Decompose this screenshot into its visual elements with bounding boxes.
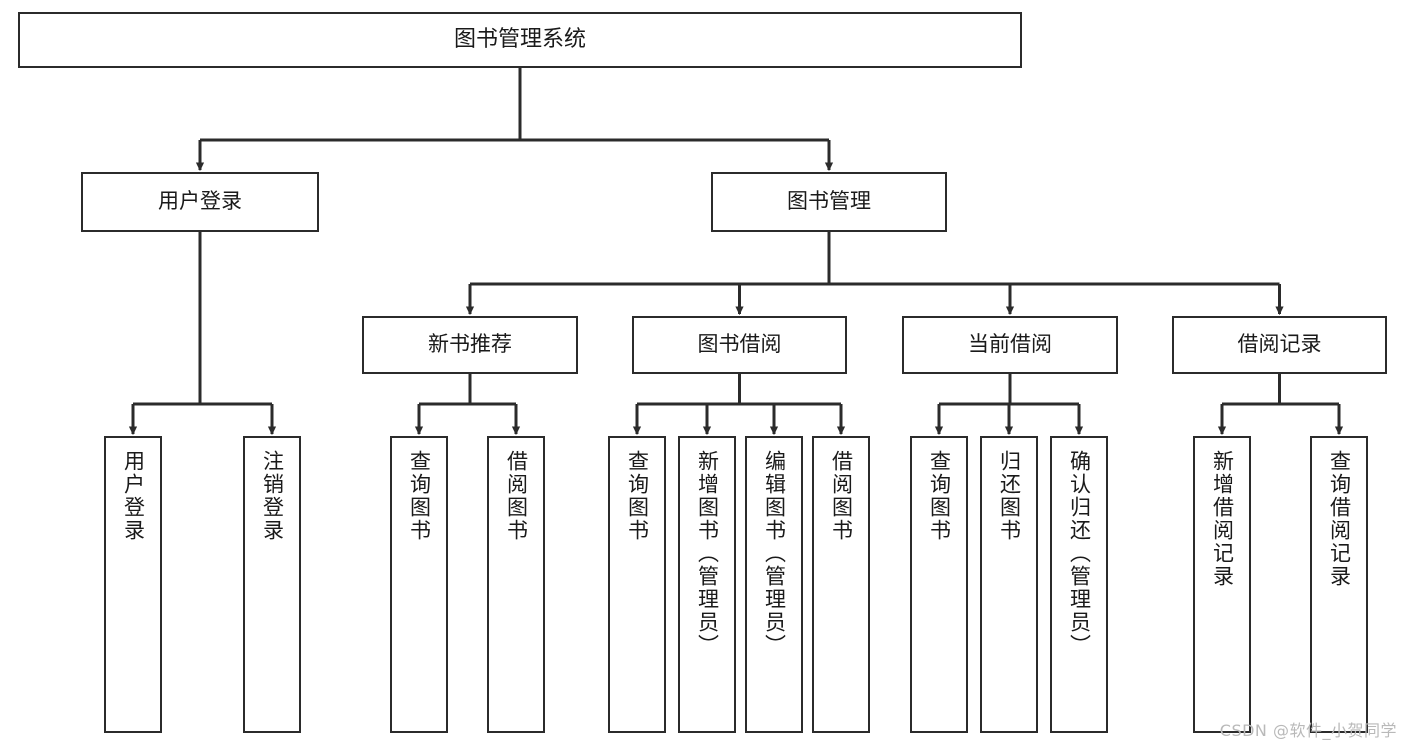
node-label: 新书推荐 bbox=[428, 332, 512, 357]
node-label: 图书借阅 bbox=[697, 332, 782, 357]
node-label: 新增图书（管理员） bbox=[695, 450, 720, 657]
leaf-add-book-admin[interactable]: 新增图书（管理员） bbox=[678, 436, 736, 733]
node-label: 借阅图书 bbox=[504, 450, 529, 542]
node-book-borrowing[interactable]: 图书借阅 bbox=[632, 316, 847, 374]
node-label: 注销登录 bbox=[260, 450, 285, 542]
node-label: 查询图书 bbox=[927, 450, 952, 542]
node-user-login[interactable]: 用户登录 bbox=[81, 172, 319, 232]
leaf-query-borrow-record[interactable]: 查询借阅记录 bbox=[1310, 436, 1368, 733]
node-label: 查询借阅记录 bbox=[1327, 450, 1352, 588]
node-label: 借阅记录 bbox=[1237, 332, 1322, 357]
node-label: 用户登录 bbox=[158, 189, 242, 214]
node-label: 查询图书 bbox=[407, 450, 432, 542]
node-label: 借阅图书 bbox=[829, 450, 854, 542]
leaf-confirm-return-admin[interactable]: 确认归还（管理员） bbox=[1050, 436, 1108, 733]
node-label: 归还图书 bbox=[997, 450, 1022, 542]
node-label: 用户登录 bbox=[121, 450, 146, 542]
node-root-system[interactable]: 图书管理系统 bbox=[18, 12, 1022, 68]
node-label: 图书管理系统 bbox=[453, 26, 586, 52]
node-book-management[interactable]: 图书管理 bbox=[711, 172, 947, 232]
leaf-borrow-book-borrowing[interactable]: 借阅图书 bbox=[812, 436, 870, 733]
node-borrowing-record[interactable]: 借阅记录 bbox=[1172, 316, 1387, 374]
leaf-query-book-current[interactable]: 查询图书 bbox=[910, 436, 968, 733]
node-label: 确认归还（管理员） bbox=[1067, 450, 1092, 657]
node-label: 查询图书 bbox=[625, 450, 650, 542]
leaf-logout[interactable]: 注销登录 bbox=[243, 436, 301, 733]
leaf-edit-book-admin[interactable]: 编辑图书（管理员） bbox=[745, 436, 803, 733]
leaf-user-login[interactable]: 用户登录 bbox=[104, 436, 162, 733]
watermark-text: CSDN @软件_小贺同学 bbox=[1219, 721, 1397, 740]
leaf-return-book[interactable]: 归还图书 bbox=[980, 436, 1038, 733]
node-label: 当前借阅 bbox=[968, 332, 1052, 357]
node-label: 图书管理 bbox=[787, 189, 871, 214]
leaf-add-borrow-record[interactable]: 新增借阅记录 bbox=[1193, 436, 1251, 733]
node-new-book-recommendation[interactable]: 新书推荐 bbox=[362, 316, 578, 374]
node-current-borrowing[interactable]: 当前借阅 bbox=[902, 316, 1118, 374]
leaf-query-book-borrowing[interactable]: 查询图书 bbox=[608, 436, 666, 733]
leaf-query-book-recommend[interactable]: 查询图书 bbox=[390, 436, 448, 733]
leaf-borrow-book-recommend[interactable]: 借阅图书 bbox=[487, 436, 545, 733]
node-label: 新增借阅记录 bbox=[1210, 450, 1235, 588]
node-label: 编辑图书（管理员） bbox=[762, 450, 787, 657]
